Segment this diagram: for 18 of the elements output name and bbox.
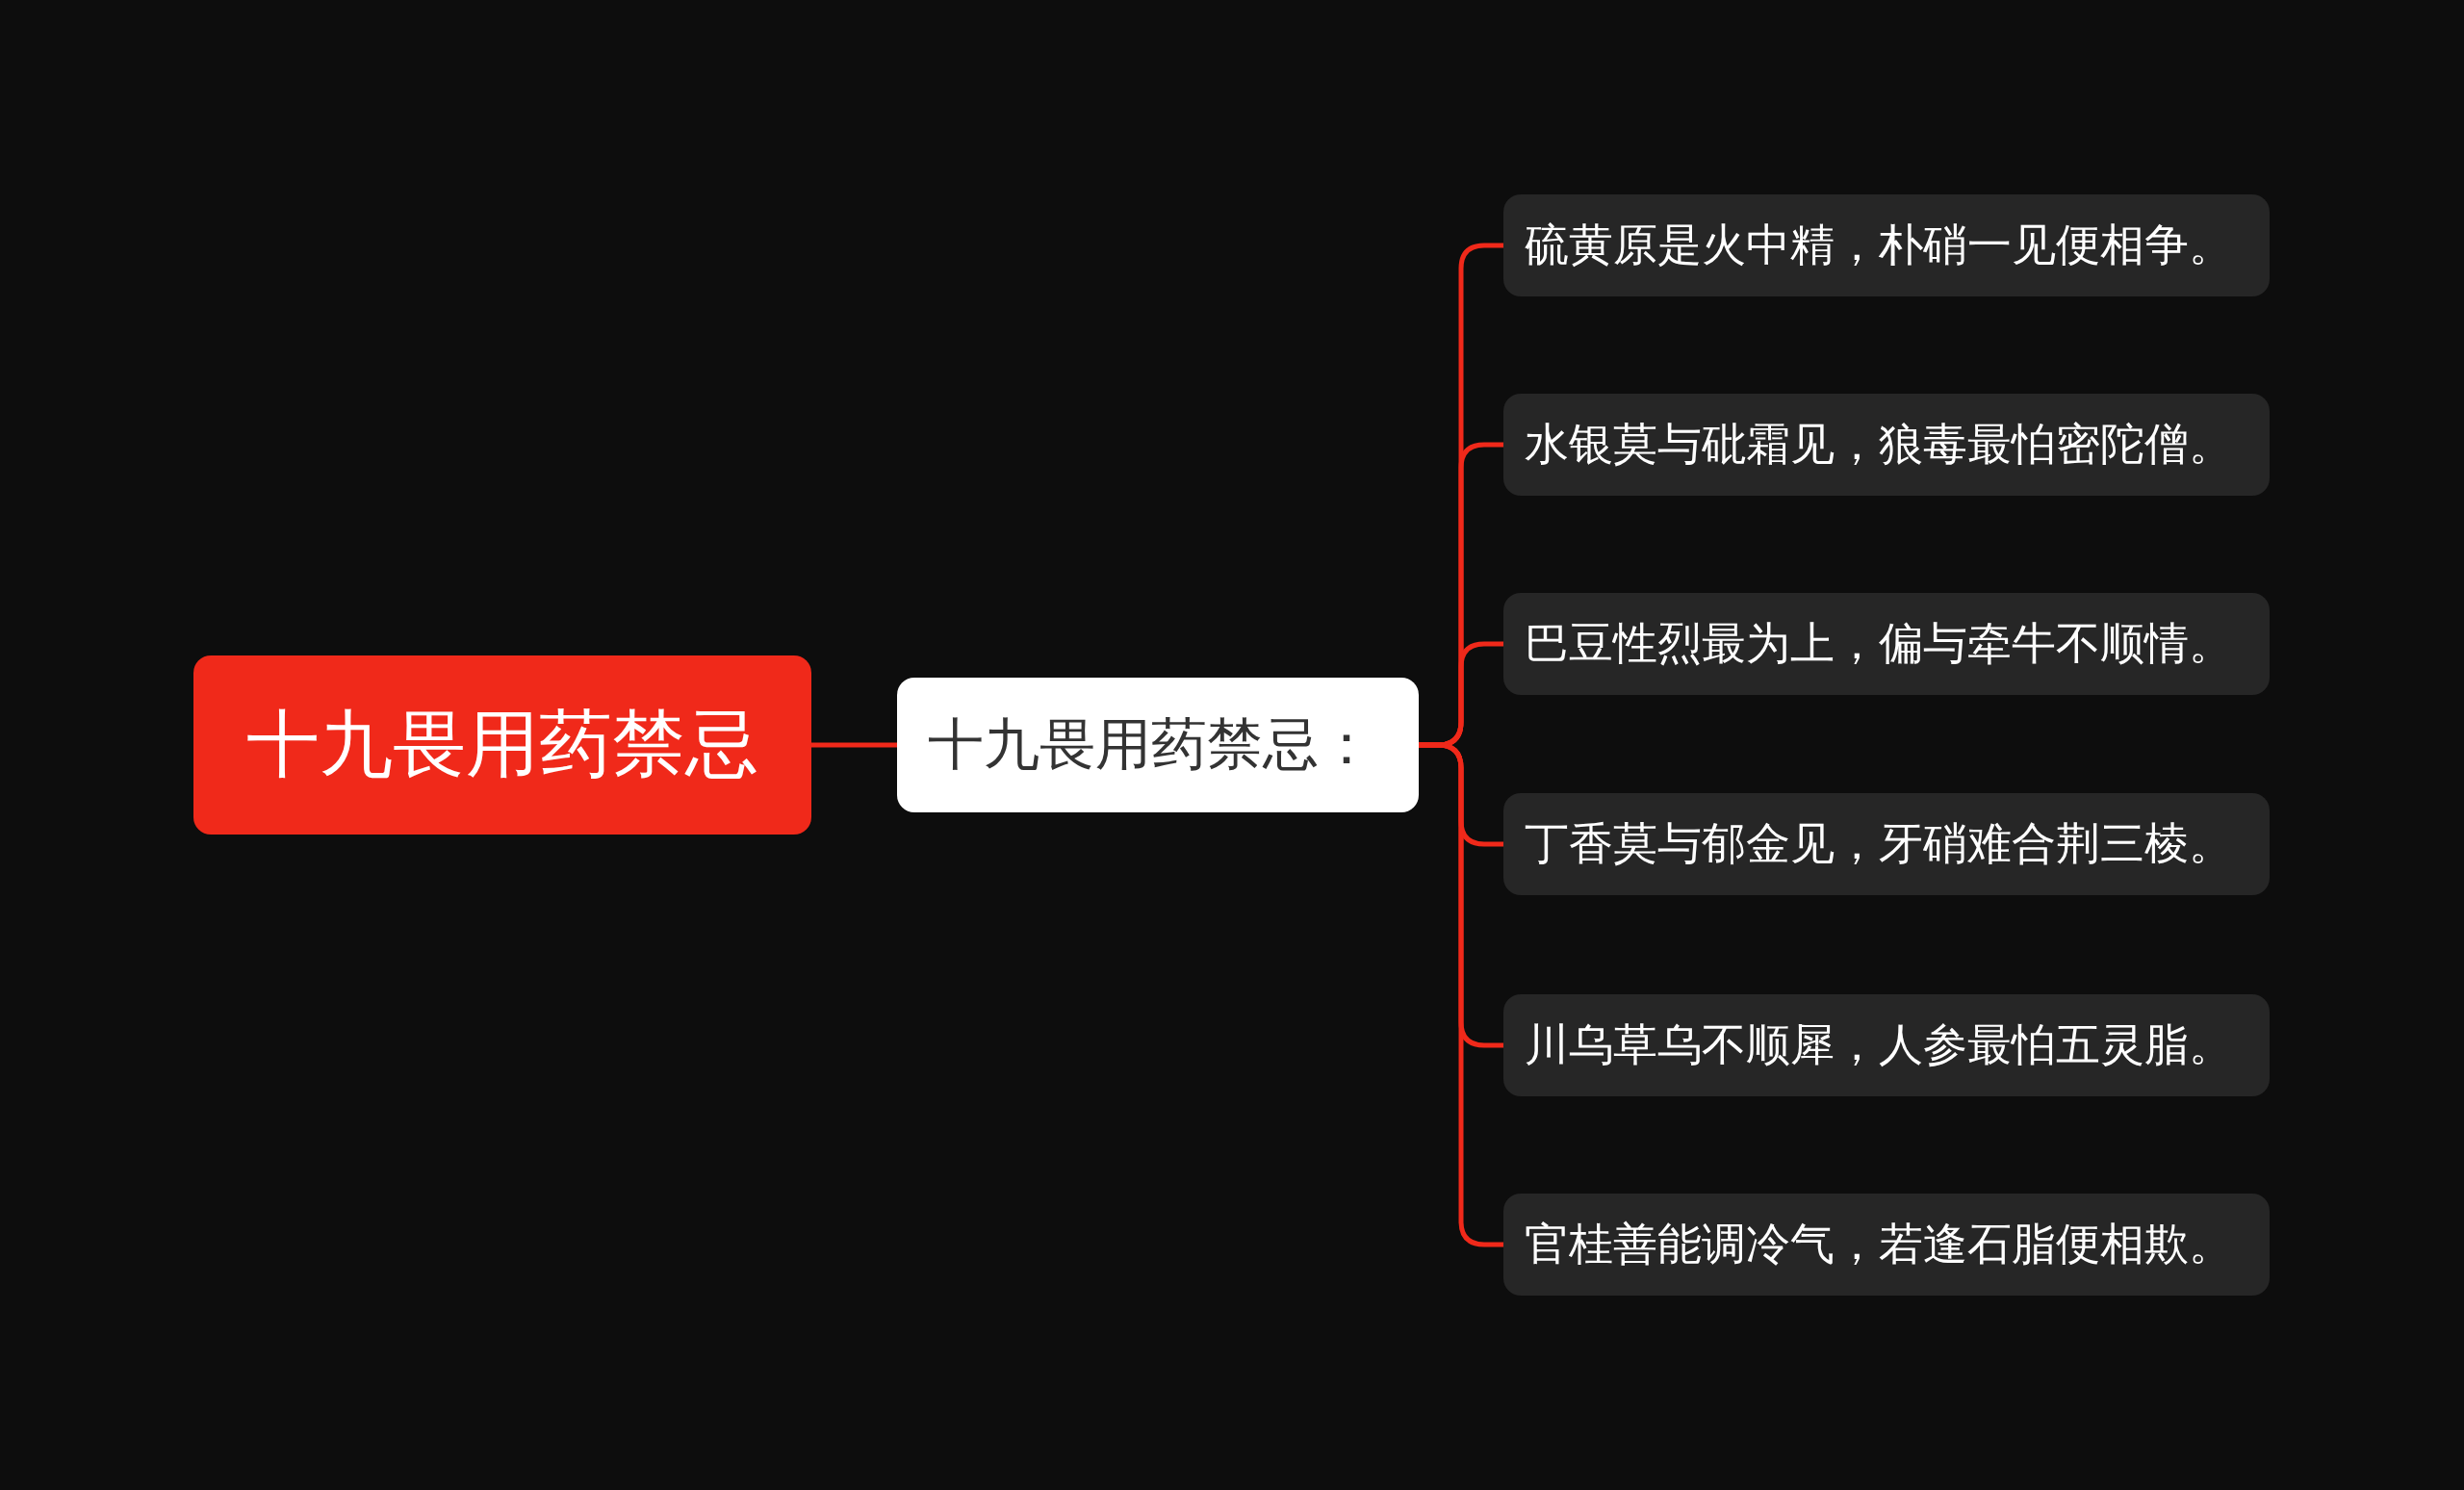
node-text: 水银莫与砒霜见，狼毒最怕密陀僧。 bbox=[1525, 417, 2233, 472]
node-text: 官桂善能调冷气，若逢石脂便相欺。 bbox=[1525, 1217, 2233, 1272]
root-box bbox=[193, 655, 811, 835]
topic-box bbox=[897, 678, 1419, 812]
node-text: 川乌草乌不顺犀，人参最怕五灵脂。 bbox=[1525, 1017, 2233, 1072]
leaf-box bbox=[1503, 194, 2270, 296]
node-text: 巴豆性烈最为上，偏与牵牛不顺情。 bbox=[1525, 616, 2233, 671]
node-text: 十九畏用药禁忌： bbox=[928, 710, 1374, 779]
node-text: 丁香莫与郁金见，牙硝难合荆三棱。 bbox=[1525, 816, 2233, 871]
connector-line bbox=[811, 742, 897, 748]
node-text: 十九畏用药禁忌 bbox=[246, 699, 758, 788]
connector-line bbox=[1419, 742, 1503, 1247]
leaf-box bbox=[1503, 1194, 2270, 1296]
leaf-box bbox=[1503, 593, 2270, 695]
leaf-box bbox=[1503, 793, 2270, 895]
leaf-box bbox=[1503, 994, 2270, 1096]
leaf-box bbox=[1503, 394, 2270, 496]
node-text: 硫黄原是火中精，朴硝一见便相争。 bbox=[1525, 218, 2233, 272]
